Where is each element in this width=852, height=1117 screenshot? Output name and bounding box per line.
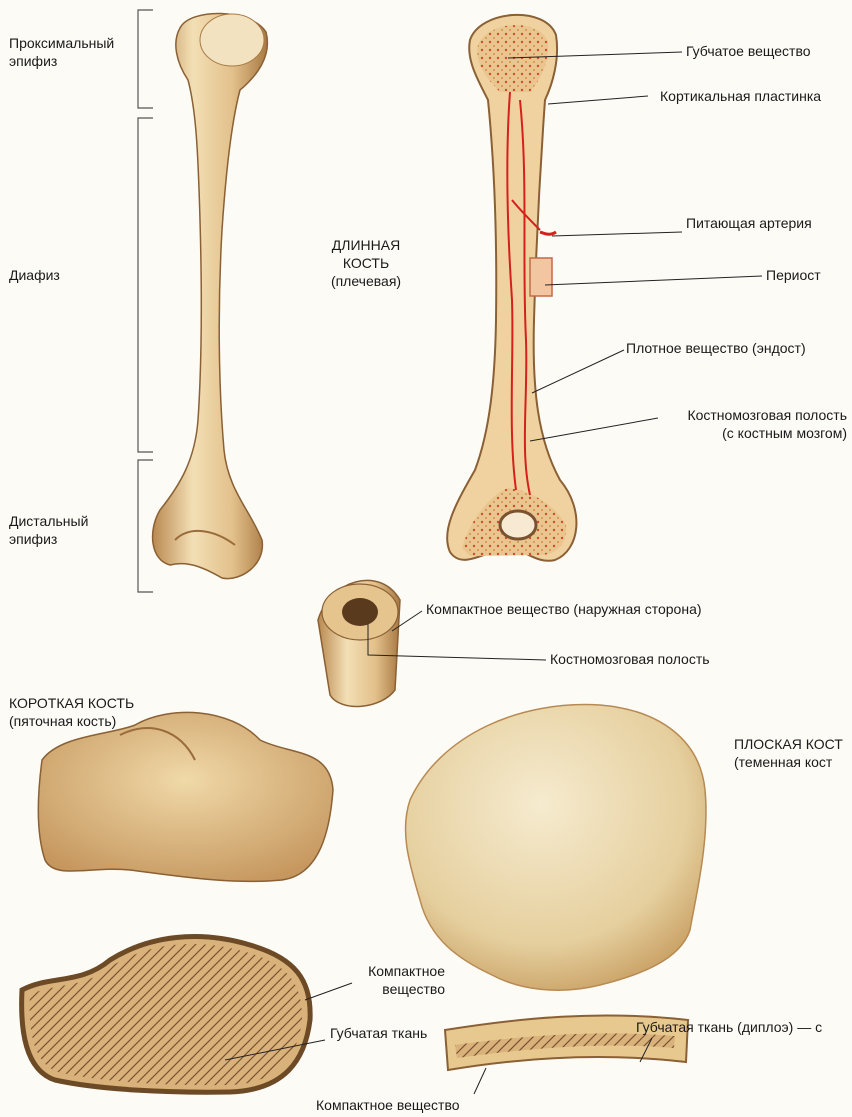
periosteum-label: Периост (766, 266, 821, 284)
cortical-plate-label: Кортикальная пластинка (660, 87, 821, 105)
diploe-label: Губчатая ткань (диплоэ) — с (636, 1018, 822, 1036)
flat-bone-title: ПЛОСКАЯ КОСТ(теменная кост (734, 735, 843, 771)
spongy-substance-label: Губчатое вещество (686, 42, 811, 60)
parietal-bone (405, 705, 706, 991)
compact-flat-label: Компактное вещество (316, 1096, 460, 1114)
humerus-bone (153, 13, 268, 578)
marrow-cavity-label: Костномозговая полость(с костным мозгом) (600, 406, 847, 442)
diaphysis-label: Диафиз (9, 266, 60, 284)
humerus-section (447, 15, 576, 561)
dense-substance-label: Плотное вещество (эндост) (626, 339, 806, 357)
calcaneus-section (22, 937, 311, 1093)
nutrient-artery-label: Питающая артерия (686, 214, 812, 232)
marrow-cavity-2-label: Костномозговая полость (550, 650, 710, 668)
calcaneus-bone (38, 712, 333, 881)
spongy-tissue-label: Губчатая ткань (330, 1024, 427, 1042)
short-bone-title: КОРОТКАЯ КОСТЬ(пяточная кость) (9, 694, 134, 730)
bone-segment (318, 580, 400, 706)
compact-outer-label: Компактное вещество (наружная сторона) (426, 600, 702, 618)
region-brackets (138, 10, 153, 592)
